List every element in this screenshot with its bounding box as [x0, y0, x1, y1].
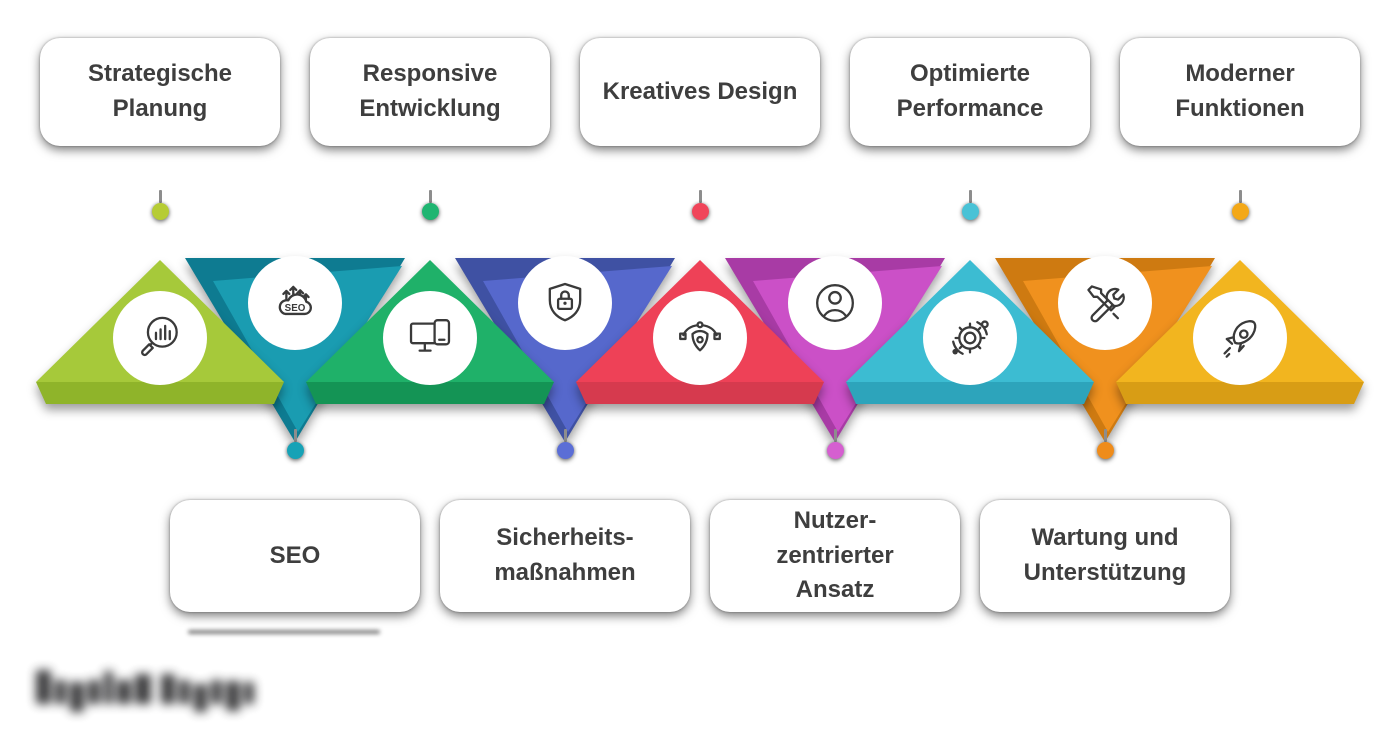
shield-lock-icon	[518, 256, 612, 350]
top-label-optimierte-performance: Optimierte Performance	[850, 38, 1090, 146]
top-label-kreatives-design: Kreatives Design	[580, 38, 820, 146]
gear-orbit-icon	[923, 291, 1017, 385]
responsive-devices-icon	[383, 291, 477, 385]
user-icon	[788, 256, 882, 350]
top-dot-1	[151, 203, 169, 220]
bottom-label-nutzerzentrierter-ansatz: Nutzer- zentrierter Ansatz	[710, 500, 960, 612]
bottom-dot-3-stem	[833, 429, 837, 442]
pyramid-up-strategische-planung	[36, 260, 284, 404]
top-dot-5	[1231, 203, 1249, 220]
pen-tool-icon	[653, 291, 747, 385]
top-dot-5-stem	[1238, 190, 1242, 203]
bottom-dot-2	[556, 442, 574, 459]
pyramid-down-seo: SEO	[185, 256, 405, 442]
pyramid-down-wartung-unterstuetzung	[995, 256, 1215, 442]
seo-cloud-icon: SEO	[248, 256, 342, 350]
rocket-icon	[1193, 291, 1287, 385]
top-dot-4-stem	[968, 190, 972, 203]
pyramid-up-kreatives-design	[576, 260, 824, 404]
top-label-moderner-funktionen: Moderner Funktionen	[1120, 38, 1360, 146]
pyramid-down-sicherheitsmassnahmen	[455, 256, 675, 442]
bottom-label-seo: SEO	[170, 500, 420, 612]
pyramid-up-optimierte-performance	[846, 260, 1094, 404]
top-label-responsive-entwicklung: Responsive Entwicklung	[310, 38, 550, 146]
bottom-dot-1-stem	[293, 429, 297, 442]
bottom-dot-4	[1096, 442, 1114, 459]
top-dot-2-stem	[428, 190, 432, 203]
pyramid-up-responsive-entwicklung	[306, 260, 554, 404]
bottom-label-sicherheitsmassnahmen: Sicherheits- maßnahmen	[440, 500, 690, 612]
top-label-strategische-planung: Strategische Planung	[40, 38, 280, 146]
pyramid-up-moderner-funktionen	[1116, 260, 1364, 404]
analysis-magnifier-icon	[113, 291, 207, 385]
bottom-label-wartung-unterstuetzung: Wartung und Unterstützung	[980, 500, 1230, 612]
watermark-logo-blurred	[36, 652, 258, 712]
bottom-dot-1	[286, 442, 304, 459]
bottom-dot-2-stem	[563, 429, 567, 442]
top-dot-2	[421, 203, 439, 220]
bottom-dot-3	[826, 442, 844, 459]
bottom-dot-4-stem	[1103, 429, 1107, 442]
watermark-tagline-blurred	[188, 630, 380, 634]
top-dot-4	[961, 203, 979, 220]
pyramid-down-nutzerzentrierter-ansatz	[725, 256, 945, 442]
top-dot-3	[691, 203, 709, 220]
tools-icon	[1058, 256, 1152, 350]
svg-text:SEO: SEO	[285, 303, 306, 314]
top-dot-1-stem	[158, 190, 162, 203]
top-dot-3-stem	[698, 190, 702, 203]
